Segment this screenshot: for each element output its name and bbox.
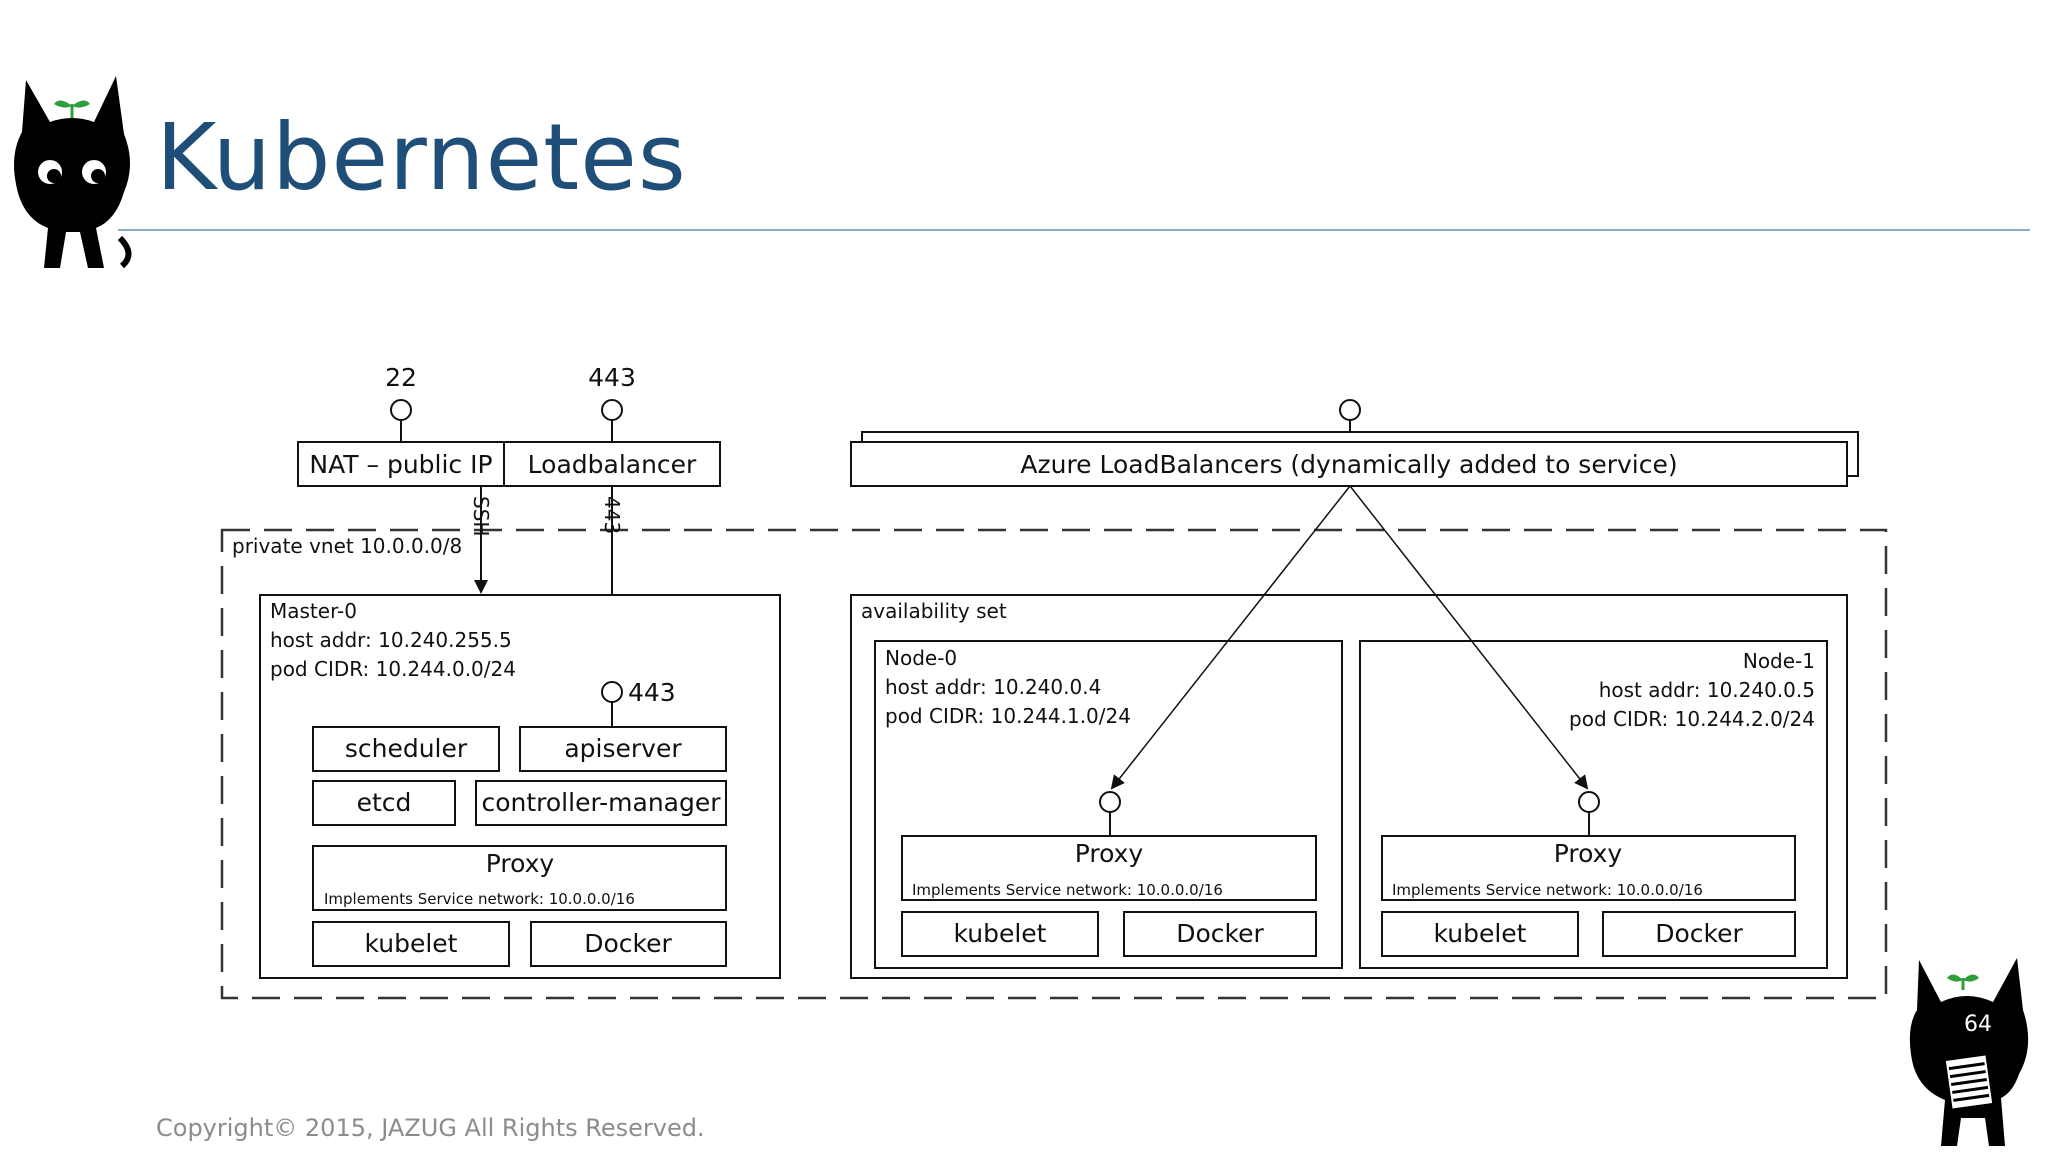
master-kubelet-label: kubelet <box>365 929 458 958</box>
node-0-kubelet-box <box>901 911 1099 957</box>
node-0-proxy-box <box>901 835 1317 901</box>
port-22-endpoint <box>390 399 412 421</box>
node-1-docker-label: Docker <box>1655 919 1743 948</box>
api-edge-label: 443 <box>600 496 624 534</box>
scheduler-box <box>312 726 500 772</box>
master-0-host-addr: host addr: 10.240.255.5 <box>270 628 512 652</box>
node-0-docker-label: Docker <box>1176 919 1264 948</box>
node-0-proxy-title: Proxy <box>1075 839 1144 868</box>
controller-manager-box <box>475 780 727 826</box>
scheduler-label: scheduler <box>345 734 468 763</box>
port-22-label: 22 <box>385 363 417 392</box>
azure-lb-to-node-1-arrow <box>1349 485 1589 790</box>
master-proxy-title: Proxy <box>486 849 555 878</box>
port-443-endpoint <box>601 399 623 421</box>
azure-lb-endpoint <box>1339 399 1361 421</box>
azure-loadbalancers-label: Azure LoadBalancers (dynamically added t… <box>1020 450 1677 479</box>
master-kubelet-box <box>312 921 510 967</box>
node-1-kubelet-box <box>1381 911 1579 957</box>
page-number: 64 <box>1964 1012 1992 1037</box>
apiserver-label: apiserver <box>564 734 682 763</box>
node-1-docker-box <box>1602 911 1796 957</box>
node-0-kubelet-label: kubelet <box>954 919 1047 948</box>
master-0-pod-cidr: pod CIDR: 10.244.0.0/24 <box>270 657 516 681</box>
ssh-edge-label: SSH <box>469 496 493 536</box>
mascot-footer <box>1909 958 2029 1146</box>
node-1-name: Node-1 <box>1743 649 1815 673</box>
node-0-proxy-endpoint <box>1099 791 1121 813</box>
private-vnet-region <box>220 528 1888 1000</box>
node-0-pod-cidr: pod CIDR: 10.244.1.0/24 <box>885 704 1131 728</box>
loadbalancer-label: Loadbalancer <box>528 450 697 479</box>
controller-manager-label: controller-manager <box>481 788 721 817</box>
copyright-footer: Copyright© 2015, JAZUG All Rights Reserv… <box>156 1114 705 1142</box>
node-0-name: Node-0 <box>885 646 957 670</box>
node-1-kubelet-label: kubelet <box>1434 919 1527 948</box>
node-1-proxy-title: Proxy <box>1554 839 1623 868</box>
master-docker-box <box>530 921 727 967</box>
node-1-proxy-box <box>1381 835 1796 901</box>
node-0-proxy-note: Implements Service network: 10.0.0.0/16 <box>912 881 1223 899</box>
loadbalancer-box <box>503 441 721 487</box>
node-0-docker-box <box>1123 911 1317 957</box>
private-vnet-label: private vnet 10.0.0.0/8 <box>232 534 462 558</box>
etcd-box <box>312 780 456 826</box>
node-1-proxy-note: Implements Service network: 10.0.0.0/16 <box>1392 881 1703 899</box>
node-0-host-addr: host addr: 10.240.0.4 <box>885 675 1101 699</box>
etcd-label: etcd <box>357 788 412 817</box>
azure-loadbalancers-box <box>850 441 1848 487</box>
node-1-pod-cidr: pod CIDR: 10.244.2.0/24 <box>1569 707 1815 731</box>
apiserver-port-endpoint <box>601 681 623 703</box>
azure-lb-to-node-0-arrow <box>1110 485 1351 790</box>
master-proxy-box <box>312 845 727 911</box>
nat-public-ip-label: NAT – public IP <box>309 450 492 479</box>
availability-set-label: availability set <box>861 599 1007 623</box>
slide-title: Kubernetes <box>156 104 687 211</box>
node-1-proxy-endpoint <box>1578 791 1600 813</box>
title-divider <box>118 229 2030 231</box>
mascot-logo <box>14 76 132 269</box>
master-docker-label: Docker <box>584 929 672 958</box>
master-proxy-note: Implements Service network: 10.0.0.0/16 <box>324 890 635 908</box>
master-0-name: Master-0 <box>270 599 357 623</box>
port-443-label: 443 <box>588 363 636 392</box>
node-1-host-addr: host addr: 10.240.0.5 <box>1599 678 1815 702</box>
apiserver-port-label: 443 <box>628 678 676 707</box>
apiserver-box <box>519 726 727 772</box>
